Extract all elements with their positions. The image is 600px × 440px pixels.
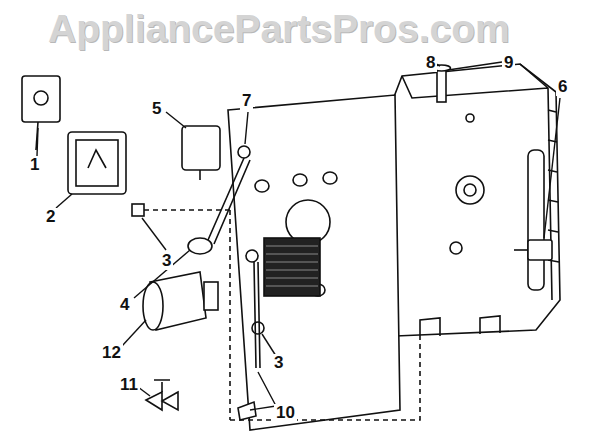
thermostat [22,76,60,150]
callout-number: 3 [160,252,173,270]
tube [188,158,250,254]
housing [392,64,560,336]
fitting [132,204,420,420]
callout-number: 1 [28,156,41,174]
callout-number: 9 [502,54,515,72]
valve [146,380,178,410]
mounting-plate [228,95,400,430]
leader-lines [37,62,560,410]
callout-number: 7 [240,92,253,110]
watermark: AppliancePartsPros.com [48,8,510,50]
callout-number: 11 [118,376,140,394]
callout-number: 3 [272,354,285,372]
plug [514,240,552,260]
callout-number: 8 [424,54,437,72]
relay-box [182,126,220,180]
callout-number: 5 [150,100,163,118]
callout-number: 6 [556,78,569,96]
callout-number: 4 [118,296,131,314]
callout-number: 2 [44,208,57,226]
callout-number: 10 [274,404,297,422]
callout-number: 12 [100,344,123,362]
gauge [68,132,126,194]
bracket [238,402,256,420]
